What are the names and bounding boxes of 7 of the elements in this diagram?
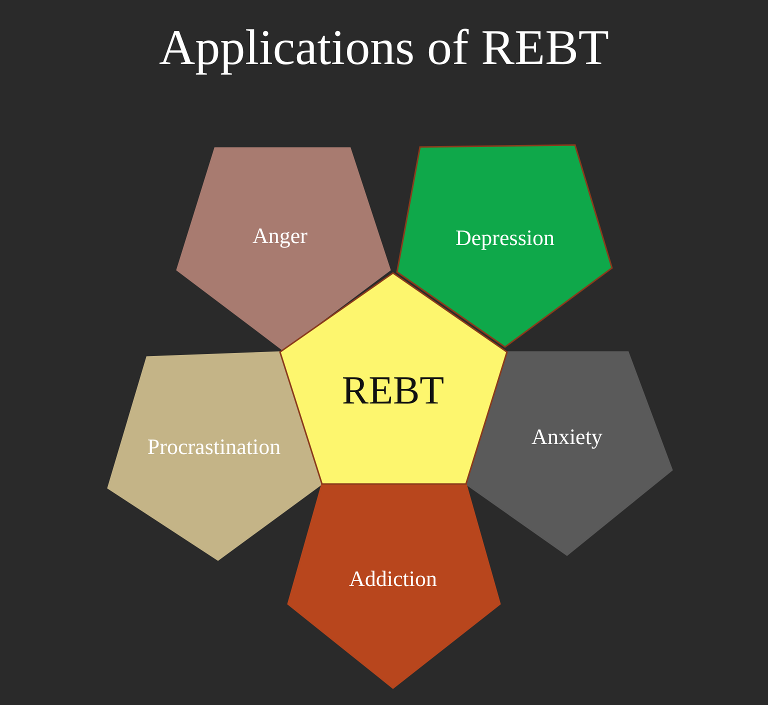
node-label: Addiction <box>349 566 437 592</box>
node-label: Anxiety <box>532 424 602 450</box>
title: Applications of REBT <box>158 18 610 76</box>
node-label: REBT <box>342 366 444 414</box>
node-label: Anger <box>252 223 308 249</box>
node-label: Procrastination <box>147 434 281 460</box>
node-label: Depression <box>456 225 554 251</box>
